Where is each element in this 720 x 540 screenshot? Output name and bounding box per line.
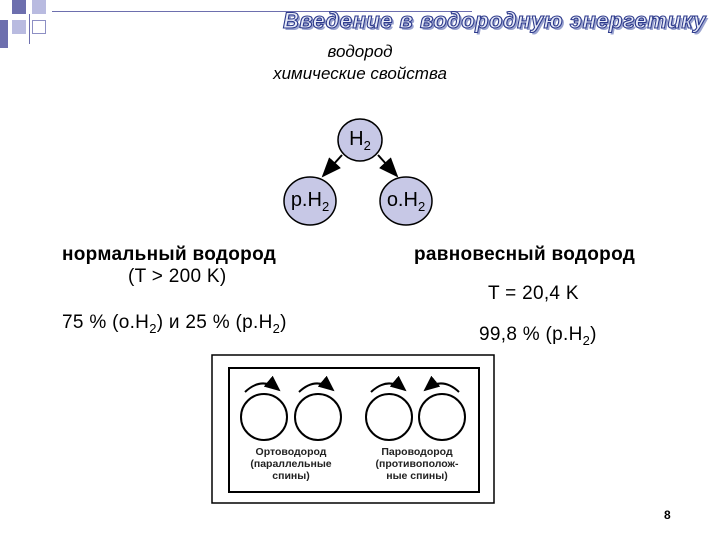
normal-hydrogen-composition: 75 % (o.H2) и 25 % (p.H2)	[62, 312, 287, 336]
ortho-caption: Ортоводород (параллельные спины)	[235, 446, 347, 482]
normal-hydrogen-condition: (T > 200 K)	[128, 266, 227, 288]
atom-circle	[241, 394, 287, 440]
caption-line: Ортоводород	[235, 446, 347, 458]
composition-part: )	[590, 324, 597, 345]
composition-part: 99,8 % (p.H	[479, 324, 583, 345]
ortho-node-sub: 2	[418, 199, 425, 214]
normal-hydrogen-heading: нормальный водород	[62, 244, 276, 266]
arrow-left	[323, 155, 342, 176]
atom-circle	[295, 394, 341, 440]
composition-sub: 2	[149, 321, 157, 336]
atom-circle	[366, 394, 412, 440]
para-caption: Пароводород (противополож- ные спины)	[361, 446, 473, 482]
composition-part: )	[280, 312, 287, 333]
page-number: 8	[664, 508, 671, 522]
para-node-base: p.H	[291, 189, 322, 211]
atom-circle	[419, 394, 465, 440]
ortho-node-label: o.H2	[378, 189, 434, 214]
h2-node-base: H	[349, 128, 363, 150]
equilibrium-hydrogen-condition: T = 20,4 K	[488, 283, 579, 305]
caption-line: ные спины)	[361, 470, 473, 482]
ortho-node-base: o.H	[387, 189, 418, 211]
caption-line: спины)	[235, 470, 347, 482]
h2-node-sub: 2	[364, 138, 371, 153]
equilibrium-hydrogen-composition: 99,8 % (p.H2)	[479, 324, 597, 348]
arrow-right	[378, 155, 397, 176]
h2-node-label: H2	[338, 128, 382, 153]
caption-line: (противополож-	[361, 458, 473, 470]
para-node-label: p.H2	[282, 189, 338, 214]
composition-sub: 2	[273, 321, 281, 336]
para-node-sub: 2	[322, 199, 329, 214]
caption-line: (параллельные	[235, 458, 347, 470]
composition-part: 75 % (o.H	[62, 312, 149, 333]
composition-part: ) и 25 % (p.H	[157, 312, 273, 333]
equilibrium-hydrogen-heading: равновесный водород	[414, 244, 635, 266]
spin-figure: Ортоводород (параллельные спины) Паровод…	[211, 354, 495, 504]
caption-line: Пароводород	[361, 446, 473, 458]
